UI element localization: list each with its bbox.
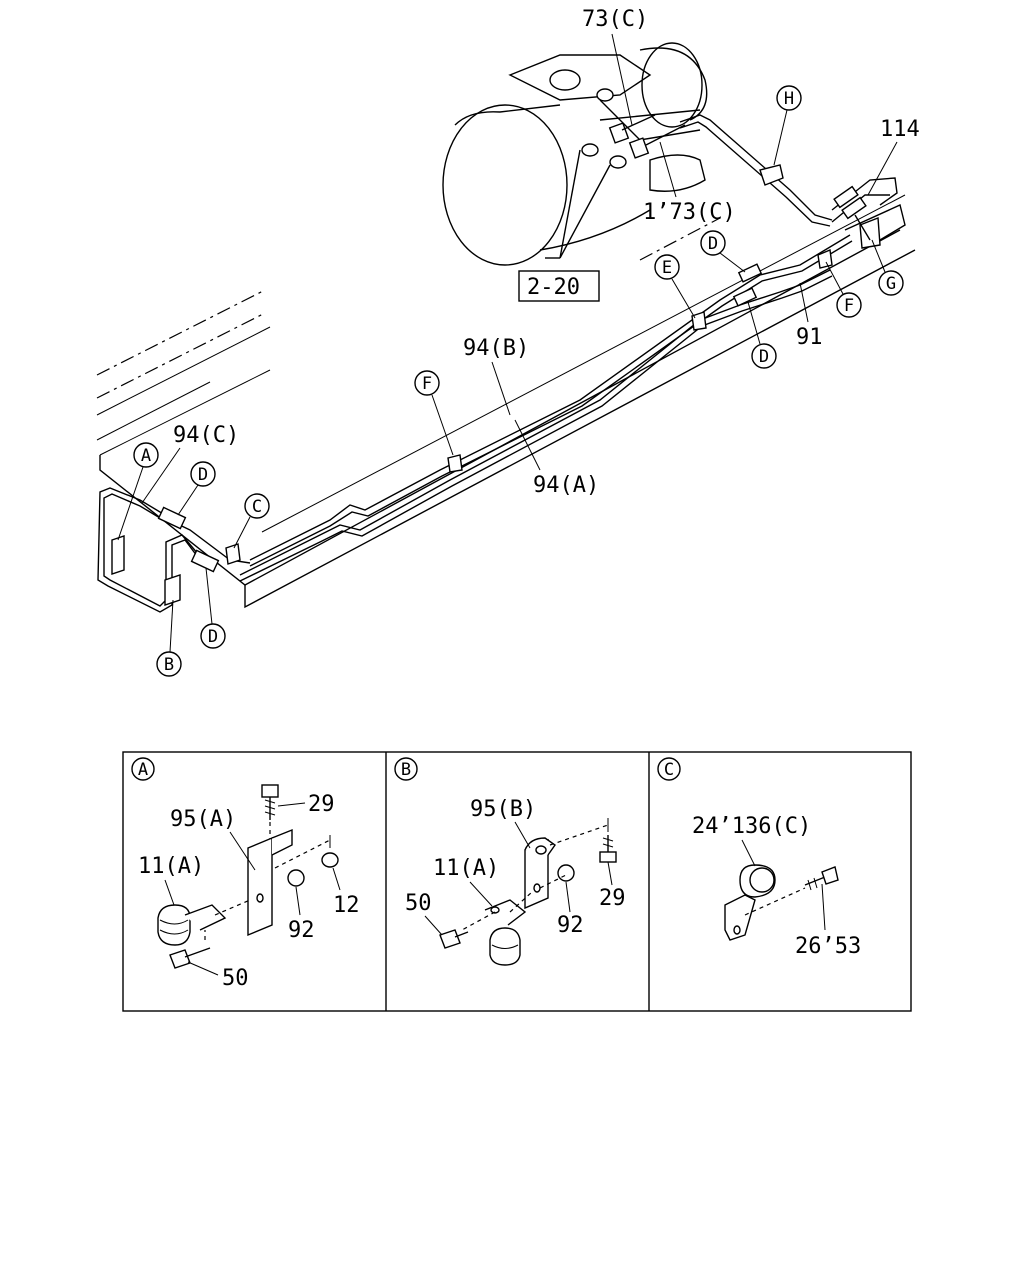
panel-C-label-24-136c: 24’136(C)	[692, 814, 811, 839]
panel-A-label-92: 92	[288, 918, 315, 943]
panel-B-label-11a: 11(A)	[433, 856, 499, 881]
panel-C-label-26-53: 26’53	[795, 934, 861, 959]
callout-D-left[interactable]: D	[177, 461, 216, 516]
pipe-pump-to-right	[679, 114, 833, 227]
panel-A-callout: A	[131, 757, 155, 781]
callout-E[interactable]: E	[654, 254, 696, 319]
main-pipes	[239, 234, 853, 582]
svg-text:C: C	[252, 497, 262, 517]
panel-B-label-50: 50	[405, 891, 432, 916]
panel-B-label-95b: 95(B)	[470, 797, 536, 822]
callout-D-top[interactable]: D	[700, 230, 746, 273]
callout-F-right[interactable]: F	[825, 261, 862, 318]
svg-text:A: A	[141, 446, 151, 466]
right-connector-bundle	[831, 177, 906, 249]
callout-A[interactable]: A	[117, 442, 159, 541]
svg-text:G: G	[886, 274, 896, 294]
svg-text:H: H	[784, 89, 794, 109]
svg-text:E: E	[662, 258, 672, 278]
panel-A-label-95a: 95(A)	[170, 807, 236, 832]
ref-box-2-20[interactable]	[518, 270, 600, 302]
svg-text:D: D	[208, 627, 218, 647]
callout-H[interactable]: H	[773, 85, 802, 166]
callout-G[interactable]: G	[871, 239, 904, 296]
detail-panels: A 29 9	[122, 751, 912, 1012]
svg-text:D: D	[708, 234, 718, 254]
callout-B[interactable]: B	[156, 599, 182, 677]
detail-panel-B: B 95(B)	[394, 757, 626, 966]
svg-text:B: B	[164, 655, 174, 675]
label-114: 114	[880, 117, 920, 142]
label-91: 91	[796, 325, 823, 350]
svg-text:D: D	[759, 347, 769, 367]
ref-2-20-label: 2-20	[527, 275, 580, 300]
panel-A-label-50: 50	[222, 966, 249, 991]
svg-text:F: F	[422, 374, 432, 394]
label-94c: 94(C)	[173, 423, 239, 448]
svg-text:D: D	[198, 465, 208, 485]
callout-D-right[interactable]: D	[747, 301, 777, 369]
panel-A-label-12: 12	[333, 893, 360, 918]
panel-A-label-11a: 11(A)	[138, 854, 204, 879]
label-94b: 94(B)	[463, 336, 529, 361]
panel-A-label-29: 29	[308, 792, 335, 817]
callout-D-bottom[interactable]: D	[200, 567, 226, 649]
callout-F-mid[interactable]: F	[414, 370, 454, 456]
detail-panel-C: C 24’136(C) 26’53	[657, 757, 861, 959]
left-pipe-loop	[97, 487, 251, 613]
svg-text:A: A	[138, 760, 148, 780]
svg-text:F: F	[844, 296, 854, 316]
pump-unit	[442, 42, 708, 266]
label-94a: 94(A)	[533, 473, 599, 498]
chassis-frame	[96, 194, 916, 609]
panel-B-label-92: 92	[557, 913, 584, 938]
panel-C-callout: C	[657, 757, 681, 781]
callout-C[interactable]: C	[233, 493, 270, 549]
main-view: 2-20 73(C) 1’73(C) 114 94(B) 94(C) 94(A)…	[96, 7, 920, 677]
panel-B-callout: B	[394, 757, 418, 781]
label-1-73c: 1’73(C)	[643, 200, 736, 225]
panel-B-label-29: 29	[599, 886, 626, 911]
detail-panel-A: A 29 9	[131, 757, 360, 991]
label-73c-top: 73(C)	[582, 7, 648, 32]
svg-text:C: C	[664, 760, 674, 780]
svg-text:B: B	[401, 760, 411, 780]
